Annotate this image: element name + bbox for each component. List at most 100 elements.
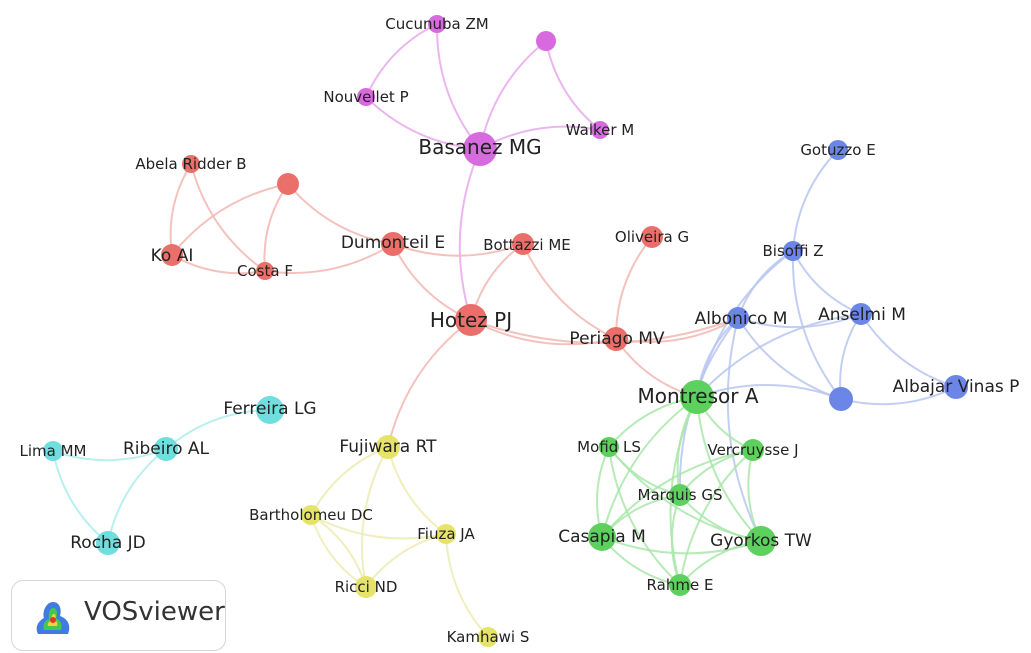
node-kamhawi[interactable]: [478, 627, 498, 647]
node-label-periago[interactable]: Periago MV: [569, 329, 664, 349]
node-label-fujiwara[interactable]: Fujiwara RT: [339, 437, 437, 457]
edge-red_anon-koai[interactable]: [171, 183, 289, 256]
edge-vercruysse-rahme[interactable]: [679, 449, 754, 586]
node-label-vercruysse[interactable]: Vercruysse J: [707, 441, 798, 459]
edge-dumonteil-bottazzi[interactable]: [392, 243, 524, 257]
node-label-marquis[interactable]: Marquis GS: [638, 486, 723, 504]
node-label-montresor[interactable]: Montresor A: [637, 384, 758, 408]
edge-fujiwara-fiuza[interactable]: [387, 446, 447, 535]
node-ricci[interactable]: [355, 576, 377, 598]
edge-mofid-rahme[interactable]: [608, 446, 681, 586]
node-label-bartholomeu[interactable]: Bartholomeu DC: [249, 506, 373, 524]
edge-oliveira-periago[interactable]: [614, 236, 653, 340]
edge-basanez-hotez[interactable]: [458, 148, 481, 321]
edge-fujiwara-ricci[interactable]: [361, 446, 389, 588]
node-label-albajar[interactable]: Albajar Vinas P: [893, 377, 1020, 397]
node-label-gotuzzo[interactable]: Gotuzzo E: [800, 141, 875, 159]
edge-anselmi-montresor[interactable]: [696, 313, 862, 398]
node-mofid[interactable]: [599, 437, 619, 457]
edge-purple_anon-walker[interactable]: [545, 40, 601, 131]
edge-anselmi-blue_anon[interactable]: [839, 313, 862, 400]
node-label-ribeiro[interactable]: Ribeiro AL: [123, 439, 210, 459]
node-walker[interactable]: [591, 121, 609, 139]
node-label-ricci[interactable]: Ricci ND: [335, 578, 398, 596]
edge-red_anon-costa[interactable]: [263, 183, 289, 272]
node-rocha[interactable]: [96, 531, 120, 555]
node-hotez[interactable]: [455, 304, 487, 336]
node-oliveira[interactable]: [641, 226, 663, 248]
node-cucunuba[interactable]: [428, 15, 446, 33]
node-rahme[interactable]: [669, 574, 691, 596]
edge-montresor-casapia[interactable]: [601, 396, 698, 538]
edge-abela-costa[interactable]: [190, 163, 266, 272]
node-fiuza[interactable]: [436, 524, 456, 544]
node-koai[interactable]: [161, 244, 183, 266]
edge-ribeiro-rocha[interactable]: [107, 448, 167, 544]
node-label-anselmi[interactable]: Anselmi M: [818, 305, 906, 325]
node-label-albonico[interactable]: Albonico M: [695, 309, 788, 329]
node-label-hotez[interactable]: Hotez PJ: [430, 308, 512, 332]
node-blue_anon[interactable]: [829, 387, 853, 411]
edge-bartholomeu-ricci[interactable]: [310, 514, 367, 588]
edge-costa-dumonteil[interactable]: [264, 243, 394, 274]
node-abela[interactable]: [182, 155, 200, 173]
node-label-rahme[interactable]: Rahme E: [647, 576, 714, 594]
node-limamm[interactable]: [43, 441, 63, 461]
node-anselmi[interactable]: [850, 303, 872, 325]
edge-cucunuba-nouvellet[interactable]: [365, 23, 438, 98]
node-label-cucunuba[interactable]: Cucunuba ZM: [385, 15, 488, 33]
node-bartholomeu[interactable]: [301, 505, 321, 525]
node-label-kamhawi[interactable]: Kamhawi S: [447, 628, 530, 646]
node-label-casapia[interactable]: Casapia M: [558, 527, 646, 547]
edge-albonico-anselmi[interactable]: [737, 313, 862, 329]
node-marquis[interactable]: [669, 484, 691, 506]
node-red_anon[interactable]: [277, 173, 299, 195]
node-fujiwara[interactable]: [376, 435, 400, 459]
node-bisoffi[interactable]: [783, 241, 803, 261]
edge-limamm-rocha[interactable]: [52, 450, 109, 544]
node-label-walker[interactable]: Walker M: [566, 121, 635, 139]
edge-anselmi-albajar[interactable]: [860, 313, 957, 388]
node-label-basanez[interactable]: Basanez MG: [418, 135, 541, 159]
edge-fujiwara-bartholomeu[interactable]: [310, 446, 389, 516]
node-purple_anon[interactable]: [536, 31, 556, 51]
node-label-bisoffi[interactable]: Bisoffi Z: [763, 242, 824, 260]
node-label-gyorkos[interactable]: Gyorkos TW: [710, 531, 812, 551]
edge-abela-koai[interactable]: [169, 163, 192, 256]
edge-red_anon-dumonteil[interactable]: [287, 183, 394, 245]
node-label-dumonteil[interactable]: Dumonteil E: [341, 233, 445, 253]
edge-blue_anon-montresor[interactable]: [696, 384, 842, 400]
node-periago[interactable]: [604, 327, 628, 351]
edge-bisoffi-albonico[interactable]: [737, 250, 794, 319]
node-label-ferreira[interactable]: Ferreira LG: [223, 399, 316, 419]
edge-vercruysse-casapia[interactable]: [601, 449, 754, 538]
edge-purple_anon-basanez[interactable]: [479, 40, 547, 150]
edge-bartholomeu-fiuza[interactable]: [310, 514, 447, 540]
node-casapia[interactable]: [588, 523, 616, 551]
node-label-bottazzi[interactable]: Bottazzi ME: [483, 236, 571, 254]
edge-limamm-ribeiro[interactable]: [52, 448, 167, 462]
edge-bisoffi-blue_anon[interactable]: [791, 250, 842, 400]
node-label-costa[interactable]: Costa F: [237, 262, 293, 280]
node-label-koai[interactable]: Ko AI: [151, 246, 194, 266]
node-label-fiuza[interactable]: Fiuza JA: [417, 525, 475, 543]
node-ribeiro[interactable]: [154, 437, 178, 461]
node-basanez[interactable]: [463, 132, 497, 166]
edge-gotuzzo-bisoffi[interactable]: [792, 149, 839, 252]
edge-bottazzi-periago[interactable]: [522, 243, 617, 340]
node-nouvellet[interactable]: [357, 88, 375, 106]
node-ferreira[interactable]: [256, 396, 284, 424]
edge-hotez-fujiwara[interactable]: [387, 319, 472, 448]
edge-fiuza-kamhawi[interactable]: [445, 533, 489, 638]
node-costa[interactable]: [256, 262, 274, 280]
edge-albonico-gyorkos[interactable]: [726, 317, 762, 542]
node-dumonteil[interactable]: [381, 232, 405, 256]
node-albonico[interactable]: [727, 307, 749, 329]
edge-ricci-bartholomeu[interactable]: [310, 514, 367, 588]
edge-cucunuba-basanez[interactable]: [435, 23, 481, 150]
edge-montresor-gyorkos[interactable]: [696, 396, 762, 542]
node-gotuzzo[interactable]: [828, 140, 848, 160]
edge-blue_anon-albajar[interactable]: [840, 386, 957, 406]
node-gyorkos[interactable]: [746, 526, 776, 556]
